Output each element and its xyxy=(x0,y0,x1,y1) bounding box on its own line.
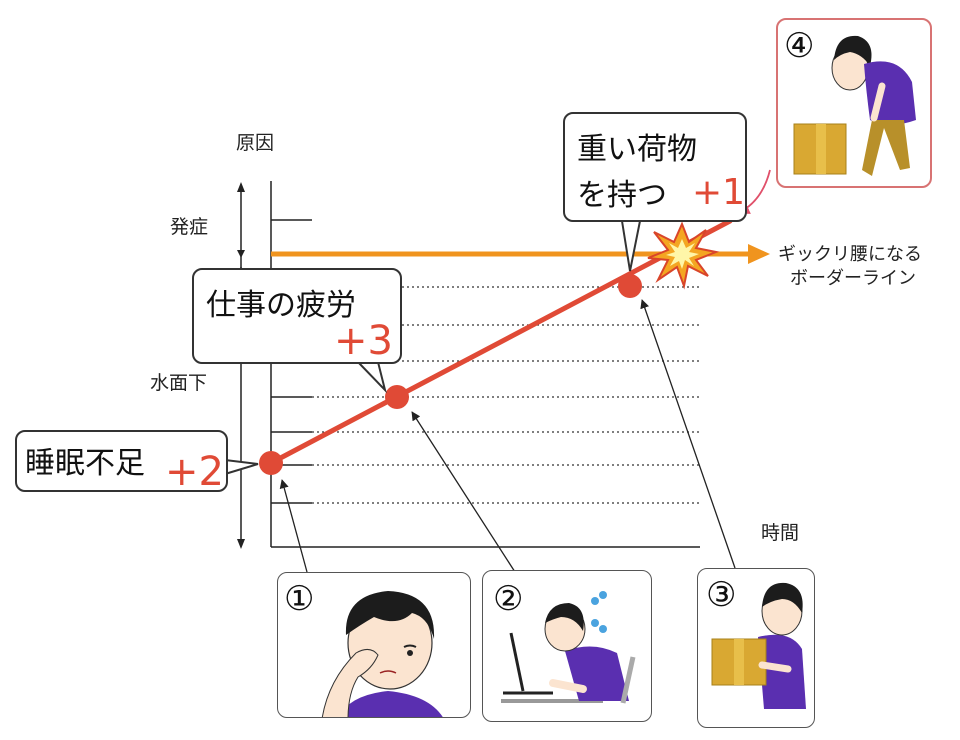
panel-back-pain: ④ xyxy=(776,18,932,188)
callout-sleep: 睡眠不足 +2 xyxy=(15,430,228,495)
cause-label: 原因 xyxy=(236,132,275,154)
back-pain-illustration xyxy=(793,35,916,176)
callout-heavy-delta: +1 xyxy=(692,172,746,213)
level-scale xyxy=(237,182,245,549)
panel-1-number: ① xyxy=(284,579,315,619)
border-line-label-2: ボーダーライン xyxy=(790,268,916,289)
box-carrier-illustration xyxy=(711,582,806,709)
trend-line xyxy=(268,218,733,466)
pointer-arrows xyxy=(279,169,771,573)
point-fatigue xyxy=(385,385,409,409)
callout-fatigue-delta: +3 xyxy=(334,318,393,364)
callout-tails xyxy=(224,220,641,475)
onset-label: 発症 xyxy=(170,216,209,238)
panel-3-number: ③ xyxy=(706,575,737,615)
time-label: 時間 xyxy=(761,522,800,544)
point-heavy xyxy=(618,274,642,298)
callout-sleep-delta: +2 xyxy=(165,449,224,495)
panel-sleepy: ① xyxy=(277,572,471,718)
explosion-burst-icon xyxy=(647,221,720,290)
callout-fatigue-text: 仕事の疲労 xyxy=(206,288,356,323)
panel-2-number: ② xyxy=(493,579,524,619)
sleepy-boy-illustration xyxy=(321,591,443,717)
axes xyxy=(270,181,700,548)
border-line-label-1: ギックリ腰になる xyxy=(778,244,922,265)
border-line-label: ギックリ腰になる ボーダーライン xyxy=(778,243,922,291)
callout-sleep-text: 睡眠不足 xyxy=(25,446,145,481)
panel-4-number: ④ xyxy=(784,26,815,66)
point-sleep xyxy=(259,451,283,475)
underwater-label: 水面下 xyxy=(150,372,208,394)
panel-desk-work: ② xyxy=(482,570,652,722)
callout-heavy: 重い荷物 を持つ +1 xyxy=(563,112,747,222)
callout-fatigue: 仕事の疲労 +3 xyxy=(192,268,402,364)
panel-carry-box: ③ xyxy=(697,568,815,728)
callout-heavy-text-2: を持つ xyxy=(577,178,667,213)
desk-worker-illustration xyxy=(501,591,636,704)
callout-heavy-text-1: 重い荷物 xyxy=(577,132,697,167)
